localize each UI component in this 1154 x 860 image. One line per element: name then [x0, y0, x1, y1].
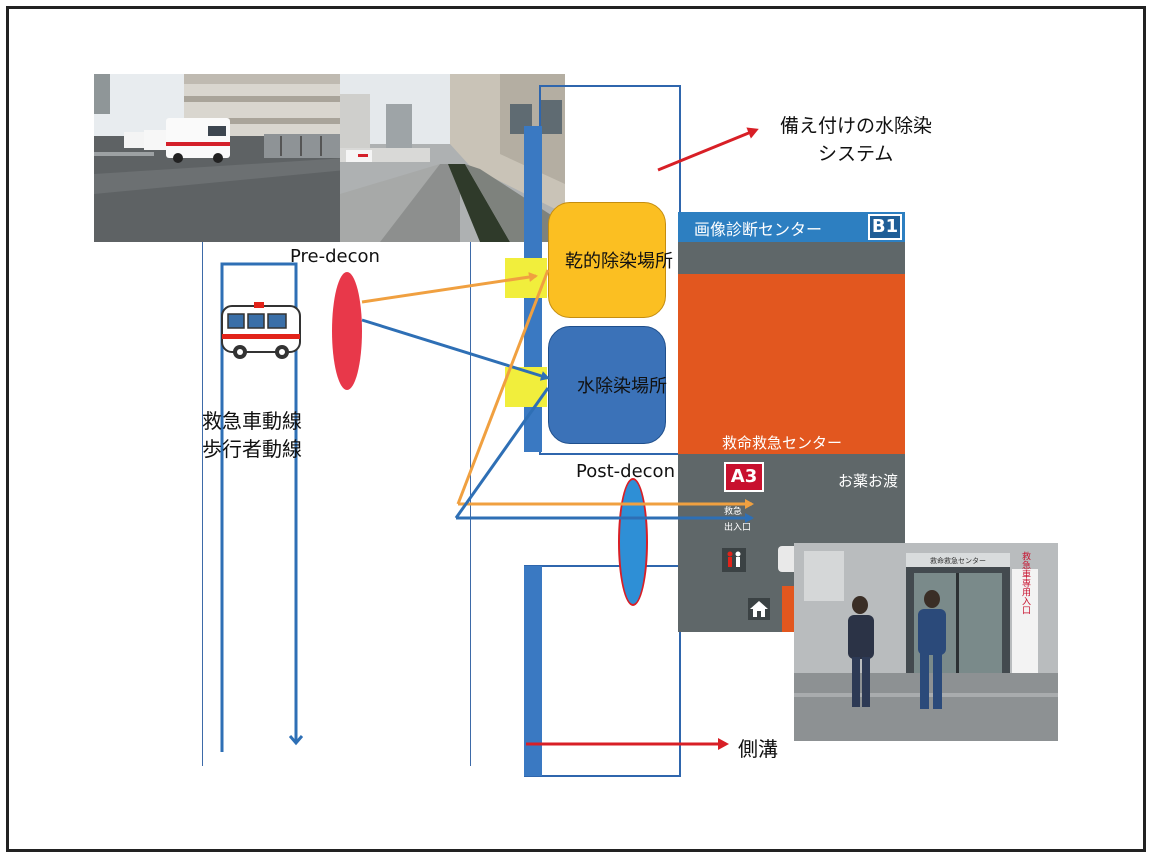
map-orange-zone — [678, 274, 905, 454]
installed-system-label-line1: 備え付けの水除染 — [780, 115, 933, 137]
map-entrance-small-2: 出入口 — [724, 523, 752, 533]
map-er-center: 救命救急センター — [722, 434, 843, 452]
pedestrian-route-label: 歩行者動線 — [202, 437, 302, 461]
entrance-sign-top: 救命救急センター — [930, 556, 986, 565]
badge-a3: A3 — [724, 462, 764, 492]
photo-er-entrance: 救急車専用入口 救命救急センター — [794, 543, 1058, 741]
installed-system-label-line2: システム — [818, 143, 894, 165]
badge-b1: B1 — [868, 214, 902, 240]
orange-exit-route — [456, 269, 550, 505]
water-decon-area: 水除染場所 — [548, 326, 667, 444]
entrance-sign-vertical: 救急車専用入口 — [1020, 550, 1031, 614]
ambulance-icon — [221, 302, 301, 359]
red-arrow-installed-system — [657, 127, 759, 172]
pre-decon-label: Pre-decon — [290, 246, 380, 267]
pre-decon-ellipse — [332, 272, 362, 390]
orange-arrow-to-dry-decon — [361, 272, 538, 304]
map-entrance-small-1: 救急 — [724, 507, 743, 517]
map-pharmacy-label: お薬お渡 — [838, 472, 899, 490]
map-header-text: 画像診断センター — [694, 220, 823, 239]
ambulance-route-label: 救急車動線 — [202, 409, 302, 433]
post-decon-ellipse — [618, 478, 648, 606]
restroom-icon — [722, 548, 746, 572]
water-decon-label: 水除染場所 — [577, 376, 667, 397]
side-ditch-label: 側溝 — [738, 737, 778, 761]
ambulance-route-line — [220, 262, 296, 752]
house-icon — [748, 598, 770, 620]
photo-ambulance-parking — [94, 74, 346, 242]
map-header-bar — [678, 212, 905, 242]
blue-exit-route — [454, 387, 550, 519]
blue-arrow-to-water-decon — [361, 318, 550, 381]
slide-border — [6, 6, 1146, 852]
dry-decon-label: 乾的除染場所 — [565, 251, 673, 272]
dry-decon-area: 乾的除染場所 — [548, 202, 673, 318]
wall-stripe-lower — [524, 566, 542, 776]
post-decon-label: Post-decon — [576, 461, 675, 482]
guide-line-left — [202, 242, 203, 766]
